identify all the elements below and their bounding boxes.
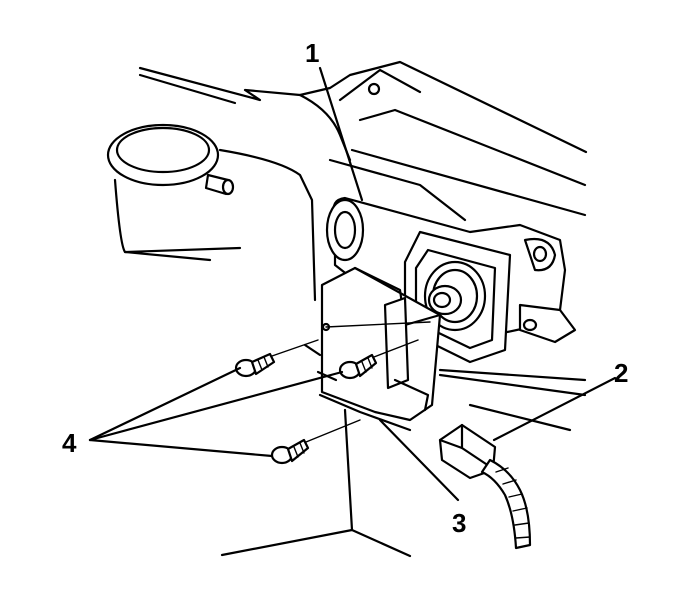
- floor-lines: [220, 408, 412, 558]
- harness-connector: [438, 423, 532, 550]
- reservoir: [106, 123, 317, 302]
- screw-upper-left: [234, 352, 276, 378]
- callout-connector: 2: [614, 358, 629, 388]
- dash-panel: [138, 60, 588, 432]
- callout-bracket: 3: [452, 508, 467, 538]
- screw-axis-lines: [271, 339, 419, 443]
- screw-upper-right: [338, 353, 378, 380]
- leader-lines: [88, 66, 617, 502]
- callout-actuator: 1: [305, 38, 320, 68]
- screw-lower: [270, 438, 310, 465]
- callout-screws: 4: [62, 428, 77, 458]
- bracket: [303, 266, 442, 432]
